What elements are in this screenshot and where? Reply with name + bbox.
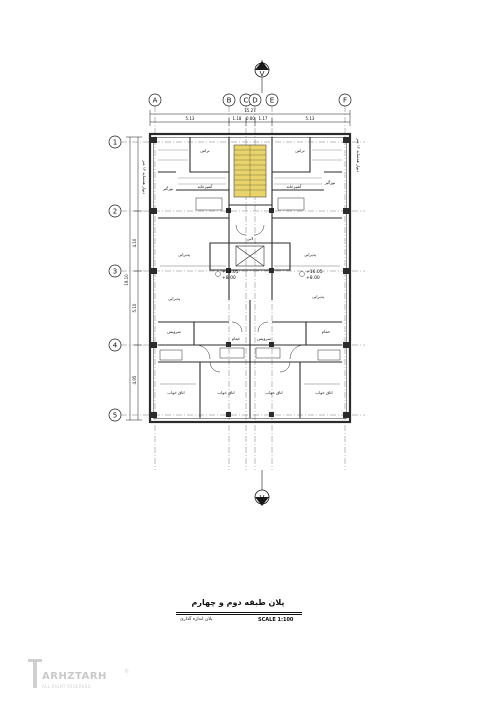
section-label-top: V: [260, 70, 265, 78]
section-label-bottom: V: [260, 494, 265, 502]
drawing-scale: SCALE 1:100: [258, 617, 294, 623]
level-left-lower: +8.00: [222, 275, 236, 281]
dim-top-5: 5.13: [306, 116, 315, 121]
room-label-terrace-right: تراس: [295, 148, 304, 153]
axis-label-b: B: [227, 97, 232, 105]
room-label-kitchen-right: آشپزخانه: [287, 184, 303, 189]
outer-walls: [148, 132, 352, 424]
dim-top-3: 0.80: [246, 116, 255, 121]
title-underline: [176, 612, 302, 613]
dim-top-4: 1.17: [259, 116, 268, 121]
room-label-lightwell-left: نورگیر: [162, 186, 173, 191]
column-axis-bubbles: [148, 93, 352, 107]
room-label-bedroom-2: اتاق خواب: [217, 390, 234, 395]
interior-walls: [158, 137, 342, 418]
room-label-living-left: پذیرایی: [178, 252, 190, 257]
axis-label-3: 3: [113, 268, 117, 276]
elevator-shaft: [235, 245, 265, 267]
watermark-brand: ARHZTARH: [42, 671, 107, 682]
room-label-lightwell-right: نورگیر: [324, 180, 335, 185]
room-label-bedroom-3: اتاق خواب: [265, 390, 282, 395]
room-label-bath-left: حمام: [232, 336, 241, 341]
interior-dimension-ticks: [160, 265, 340, 385]
dim-left-3: 4.95: [132, 375, 137, 384]
drawing-subtitle: پلان اندازه گذاری: [180, 617, 213, 622]
axis-label-f: F: [343, 97, 347, 105]
room-label-bedroom-1: اتاق خواب: [167, 390, 184, 395]
level-right-upper: +16.05: [306, 269, 323, 275]
fixtures: [159, 197, 341, 361]
drawing-title: پلان طبقه دوم و چهارم: [191, 598, 285, 607]
level-markers: [215, 271, 305, 277]
watermark-logo: ARHZTARH ® ALL RIGHT RESERVED: [28, 657, 138, 691]
room-label-terrace-left: تراس: [200, 148, 209, 153]
dim-top-2: 1.18: [233, 116, 242, 121]
side-note-right: دیوار همسایه ۱۲ متر: [356, 137, 361, 172]
level-left-upper: +16.05: [222, 269, 239, 275]
room-label-living-right: پذیرایی: [304, 252, 316, 257]
dim-left-1: 4.10: [132, 238, 137, 247]
room-label-wc-right: سرویس: [257, 336, 271, 341]
section-marker-bottom: V: [254, 470, 270, 506]
axis-label-1: 1: [113, 139, 117, 147]
room-label-bedroom-4: اتاق خواب: [315, 390, 332, 395]
room-label-wc-left: سرویس: [167, 329, 181, 334]
watermark-registered: ®: [124, 669, 129, 675]
dimension-lines-left: [126, 136, 142, 421]
room-label-reception-right: پذیرایی: [312, 294, 324, 299]
watermark-tagline: ALL RIGHT RESERVED: [42, 684, 91, 689]
axis-label-d: D: [252, 97, 257, 105]
section-marker-top: V: [254, 60, 270, 93]
room-label-lobby: لابی: [247, 236, 254, 241]
axis-label-a: A: [153, 97, 158, 105]
row-axis-bubbles: [108, 135, 122, 422]
door-swings: [195, 224, 305, 373]
dim-top-1: 5.13: [186, 116, 195, 121]
dimension-lines-top: [149, 110, 351, 126]
title-underline-2: [176, 614, 302, 615]
room-label-kitchen-left: آشپزخانه: [198, 184, 214, 189]
level-right-lower: +8.00: [306, 275, 320, 281]
axis-label-e: E: [270, 97, 274, 105]
dim-top-overall: 15.27: [244, 108, 256, 113]
axis-label-4: 4: [113, 342, 118, 350]
dim-left-2: 5.10: [132, 303, 137, 312]
room-label-reception-left: پذیرایی: [168, 296, 180, 301]
side-note-left: دیوار همسایه ۱۲ متر: [142, 159, 147, 194]
logo-mark-icon: [28, 659, 42, 688]
axis-label-5: 5: [113, 412, 117, 420]
room-label-bath-right: حمام: [322, 329, 331, 334]
axis-label-2: 2: [113, 208, 117, 216]
axis-label-c: C: [244, 97, 249, 105]
stair: [233, 144, 267, 198]
terrace-hatch: [158, 149, 342, 185]
dim-left-overall: 19.10: [124, 274, 129, 286]
